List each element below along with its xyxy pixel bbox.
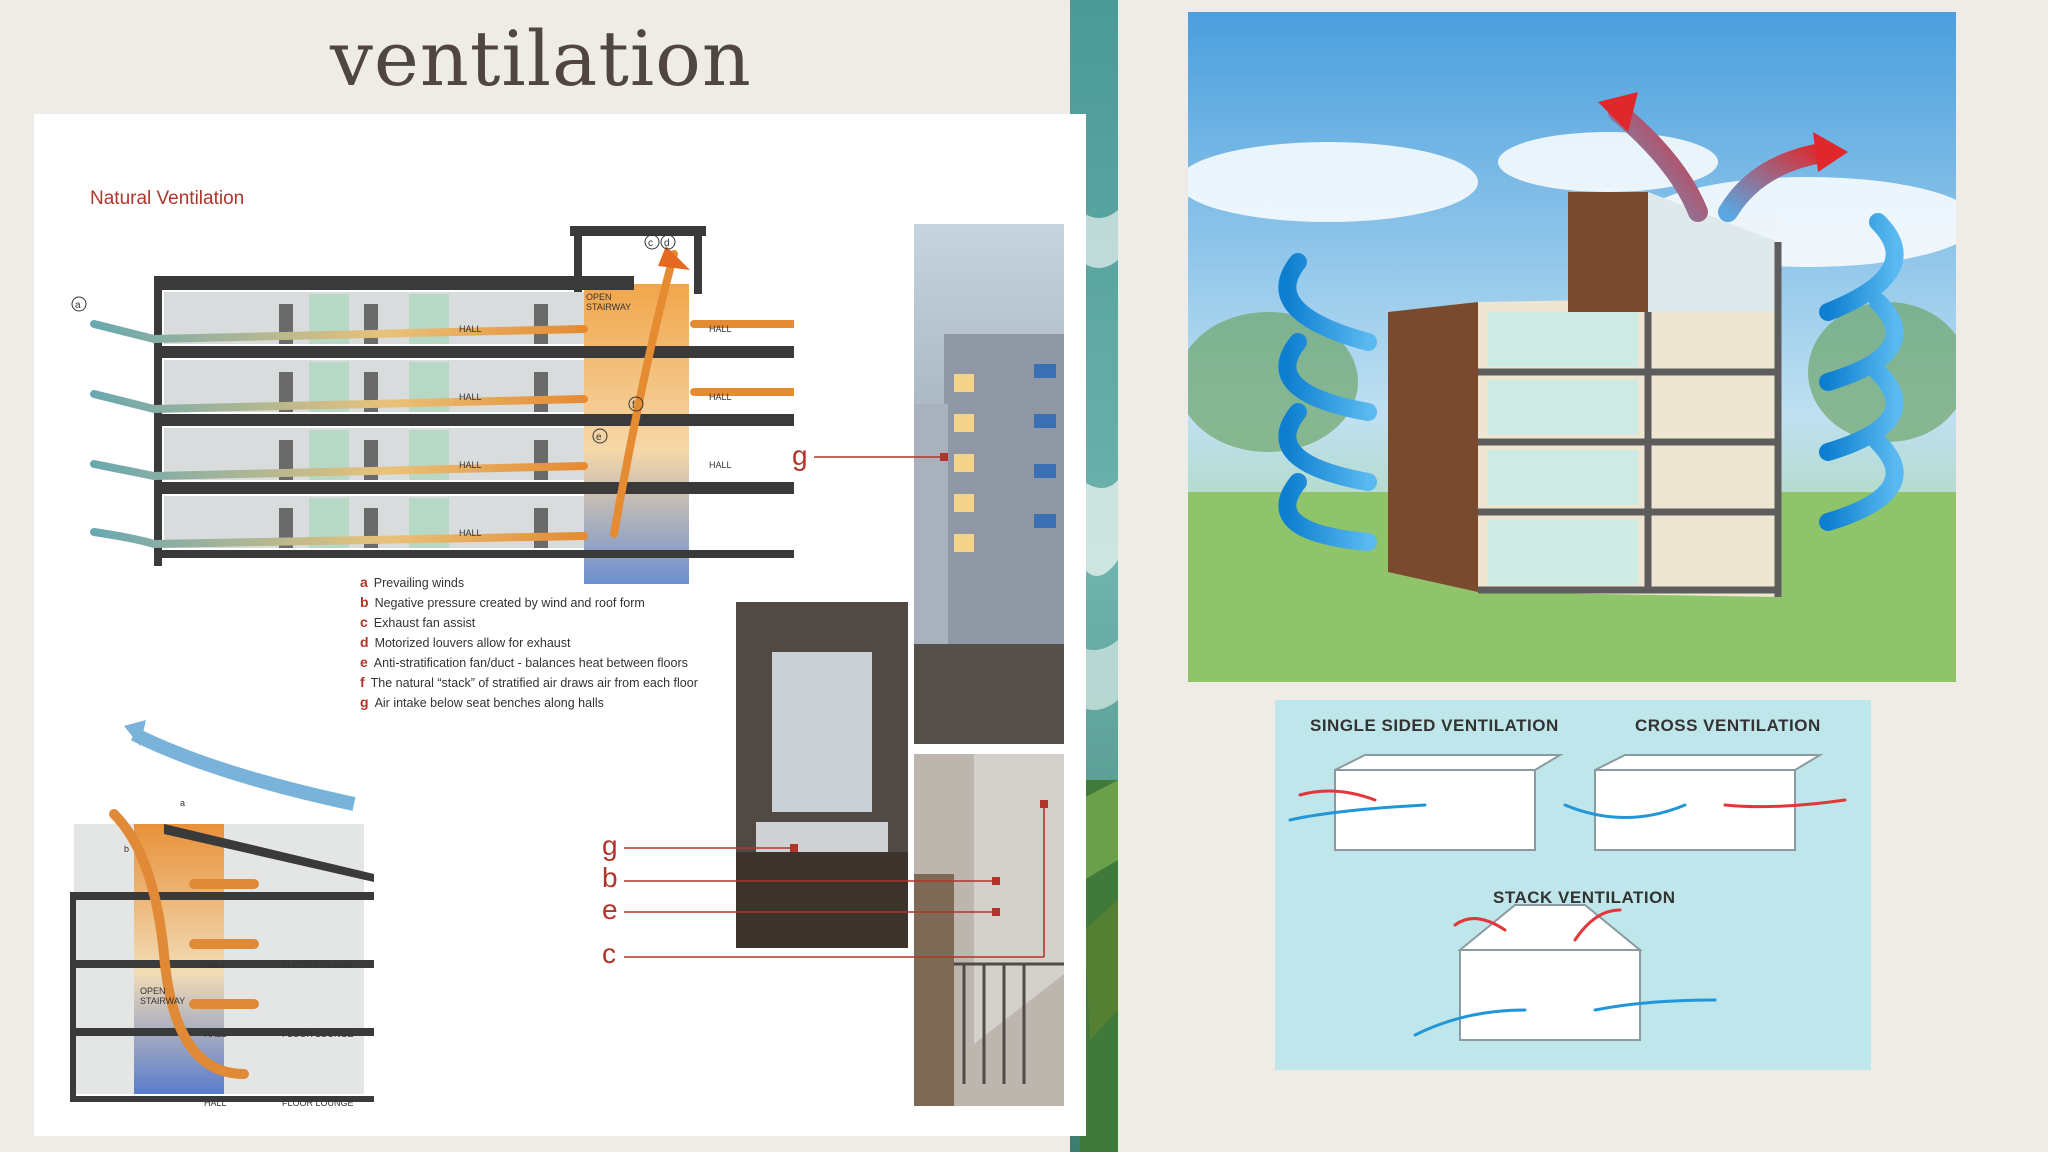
hall-labels: HALL HALL HALL HALL HALL HALL HALL OPEN … — [459, 292, 732, 538]
lounge-labels: FLOOR LOUNGE FLOOR LOUNGE FLOOR LOUNGE H… — [124, 798, 354, 1108]
open-stairway-label: STAIRWAY — [586, 302, 631, 312]
exhaust-arrowhead-right — [1813, 132, 1848, 172]
exhaust-arrowhead-left — [1598, 92, 1638, 132]
callout-g: g — [792, 440, 808, 471]
lounge-section-diagram: FLOOR LOUNGE FLOOR LOUNGE FLOOR LOUNGE H… — [70, 720, 374, 1108]
hall-label: HALL — [709, 460, 732, 470]
cross-ventilation-label: CROSS VENTILATION — [1635, 716, 1821, 735]
hall-label: HALL — [459, 528, 482, 538]
callout-g: g — [602, 830, 618, 861]
floor-lounge-label: FLOOR LOUNGE — [282, 1098, 354, 1108]
exhaust-arrowhead — [124, 720, 146, 746]
callout-c: c — [602, 938, 616, 969]
open-stairway-label: OPEN — [140, 986, 166, 996]
exhaust-wind-arrow — [130, 727, 356, 811]
window-seat-photo — [736, 602, 908, 948]
marker-b: b — [124, 844, 129, 854]
lounge-slabs — [70, 824, 374, 1102]
open-stairway-label: OPEN — [586, 292, 612, 302]
callout-lines — [624, 453, 1048, 958]
hall-label: HALL — [204, 960, 227, 970]
marker-a: a — [180, 798, 185, 808]
marker-d: d — [664, 238, 670, 249]
natural-ventilation-panel: Natural Ventilation — [34, 114, 1086, 1136]
building-exterior-photo — [914, 224, 1064, 744]
marker-c: c — [648, 238, 653, 249]
callout-b: b — [602, 862, 618, 893]
marker-f: f — [632, 400, 635, 411]
open-stairway-label: STAIRWAY — [140, 996, 185, 1006]
left-rooms — [74, 824, 134, 1094]
stack-arrows — [610, 250, 794, 538]
single-sided-ventilation-label: SINGLE SIDED VENTILATION — [1310, 716, 1559, 735]
stack-ventilation-label: STACK VENTILATION — [1493, 888, 1676, 907]
marker-a: a — [75, 300, 81, 311]
building-airflow-illustration — [1188, 12, 1956, 682]
wind-arrows — [90, 320, 588, 549]
hall-label: HALL — [459, 392, 482, 402]
floor-lounge-label: FLOOR LOUNGE — [282, 960, 354, 970]
building-cutaway — [1388, 192, 1782, 597]
building-section-diagram: a c d f e HALL HALL HALL HALL HALL HALL … — [71, 226, 794, 584]
section-markers: a c d f e — [71, 234, 676, 444]
natural-ventilation-heading: Natural Ventilation — [90, 188, 245, 209]
marker-e: e — [596, 432, 602, 443]
hall-label: HALL — [459, 324, 482, 334]
callout-e: e — [602, 894, 618, 925]
lounge-stack-arrows — [109, 809, 259, 1079]
exhaust-arrows — [1608, 102, 1838, 222]
inflow-arrows — [1278, 213, 1904, 551]
page-title: ventilation — [330, 14, 752, 103]
floor-lounge-label: FLOOR LOUNGE — [282, 1029, 354, 1039]
ventilation-types-panel: SINGLE SIDED VENTILATION CROSS VENTILATI… — [1275, 700, 1871, 1070]
hall-label: HALL — [459, 460, 482, 470]
hall-label: HALL — [709, 324, 732, 334]
hall-label: HALL — [204, 1098, 227, 1108]
ventilation-types-diagrams — [1288, 754, 1847, 1041]
exhaust-arrowhead — [658, 246, 690, 270]
hall-label: HALL — [204, 1029, 227, 1039]
hall-label: HALL — [709, 392, 732, 402]
